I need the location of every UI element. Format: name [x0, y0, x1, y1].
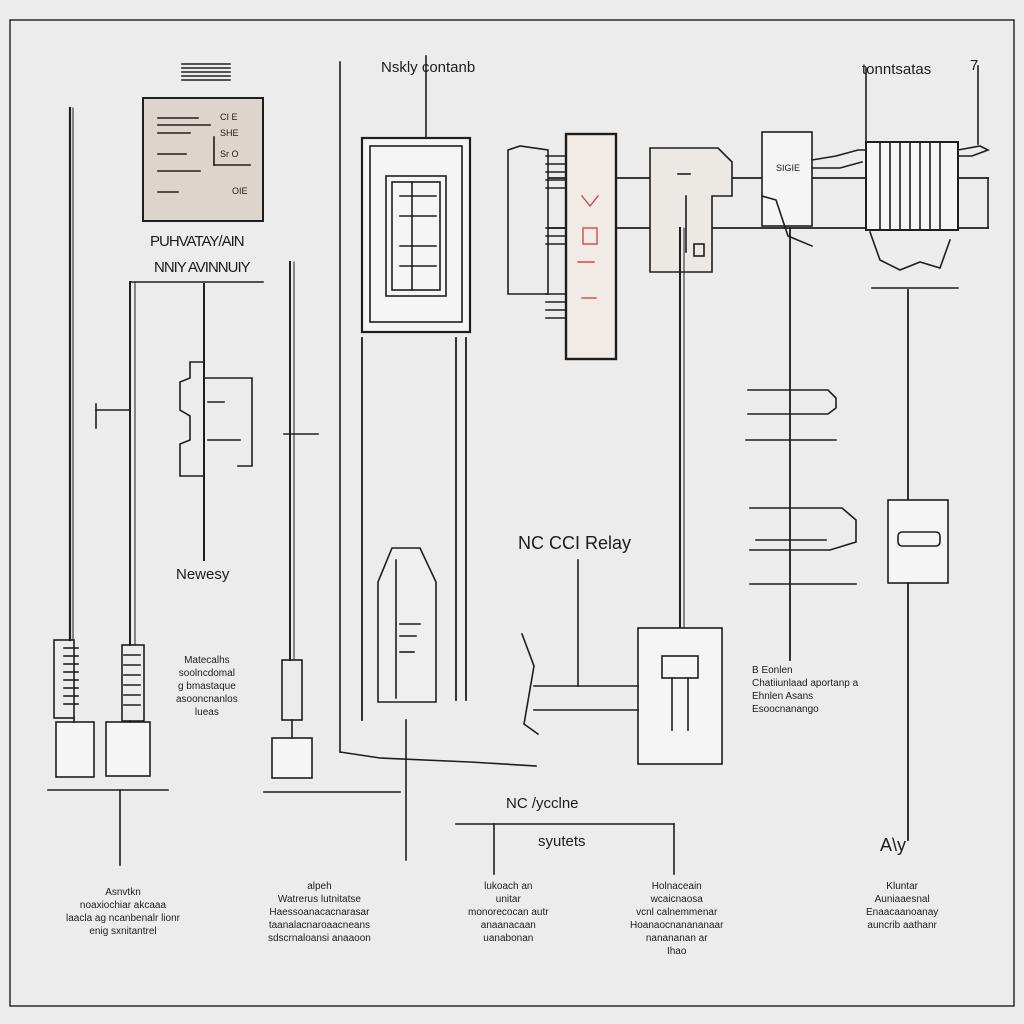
label-panel — [142, 97, 264, 222]
caption-col-1: Asnvtkn noaxiochiar akcaaa laacla ag nca… — [66, 887, 180, 937]
panel-text-row4: OIE — [232, 186, 248, 196]
bracket-symbol — [179, 283, 253, 561]
terminal-connector — [811, 65, 990, 501]
bottom-mid-sublabel: syutets — [538, 833, 586, 850]
relay-center-label: NC CCI Relay — [518, 533, 632, 553]
wire-2 — [47, 281, 264, 866]
panel-text-row2: SHE — [220, 128, 239, 138]
left-mid-label: Newesy — [176, 566, 230, 583]
relay-contact-block — [564, 132, 618, 361]
top-right-label: tonntsatas — [862, 61, 932, 78]
meter-panel — [360, 55, 472, 721]
wire-3 — [263, 261, 401, 793]
signal-box — [761, 131, 814, 661]
caption-col-2: alpeh Watrerus lutnitatse Haessoanacacna… — [268, 881, 371, 944]
signal-box-label: SIGIE — [776, 163, 801, 173]
top-right-mark: 7 — [970, 57, 979, 74]
relay-module — [649, 147, 733, 661]
panel-text-row3: Sr O — [220, 149, 239, 159]
left-panel-row2: NNIY AVINNUIY — [154, 259, 251, 276]
caption-col-3: lukoach an unitar monorecocan autr anaan… — [468, 881, 549, 944]
switch-symbols — [745, 389, 857, 585]
relay-housing — [339, 547, 537, 861]
top-center-label: Nskly contanb — [381, 59, 476, 76]
left-mid-note: Matecalhs soolncdomal g bmastaque asoonc… — [176, 655, 238, 718]
panel-text-row1: CI E — [220, 112, 238, 122]
bottom-bracket — [455, 823, 675, 875]
caption-col-4: Holnaceain wcaicnaosa vcnl calnemmenar H… — [630, 881, 724, 957]
small-device — [887, 499, 949, 841]
caption-col-5: Kluntar Auniaaesnal Enaacaanoanay auncri… — [866, 881, 939, 931]
wire-1 — [53, 106, 95, 778]
striped-badge — [181, 63, 231, 81]
left-panel-row1: PUHVATAY/AIN — [150, 233, 245, 250]
diagram-border — [9, 19, 1015, 1007]
right-corner-label: A\y — [880, 835, 907, 855]
bottom-mid-label: NC /ycclne — [506, 795, 579, 812]
relay-coil — [520, 559, 723, 765]
right-mid-note: B Eonlen Chatiiunlaad aportanp a Ehnlen … — [752, 665, 859, 715]
